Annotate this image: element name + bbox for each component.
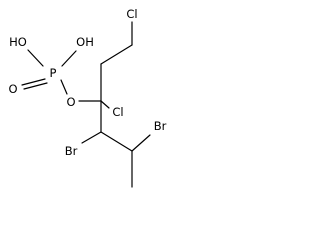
bond-p-oxo-a <box>21 78 46 86</box>
bond-p-oxo-b <box>23 82 48 90</box>
bond-c4-br <box>81 131 102 144</box>
bond-c5-br <box>131 134 151 152</box>
bond-c2-c1 <box>100 44 133 65</box>
atom-oxo: O <box>8 82 17 96</box>
atom-br-left: Br <box>65 144 78 158</box>
atom-oh-left: HO <box>9 35 27 49</box>
bond-group <box>21 21 151 188</box>
bond-p-oh-top <box>61 50 77 67</box>
atom-labels: HO OH P O O Cl Cl Br Br <box>8 7 166 158</box>
atom-phosphorus: P <box>50 66 57 80</box>
atom-cl-mid: Cl <box>112 105 123 119</box>
bond-p-oh-left <box>27 49 44 67</box>
bond-c3-cl <box>100 100 110 109</box>
atom-cl-top: Cl <box>126 7 137 21</box>
bond-p-ester-o <box>60 79 68 95</box>
bond-c4-c5 <box>100 131 133 152</box>
structure-diagram: HO OH P O O Cl Cl Br Br <box>8 7 167 188</box>
atom-ester-o: O <box>66 95 75 109</box>
atom-br-right: Br <box>154 119 167 133</box>
atom-oh-top: OH <box>76 35 94 49</box>
